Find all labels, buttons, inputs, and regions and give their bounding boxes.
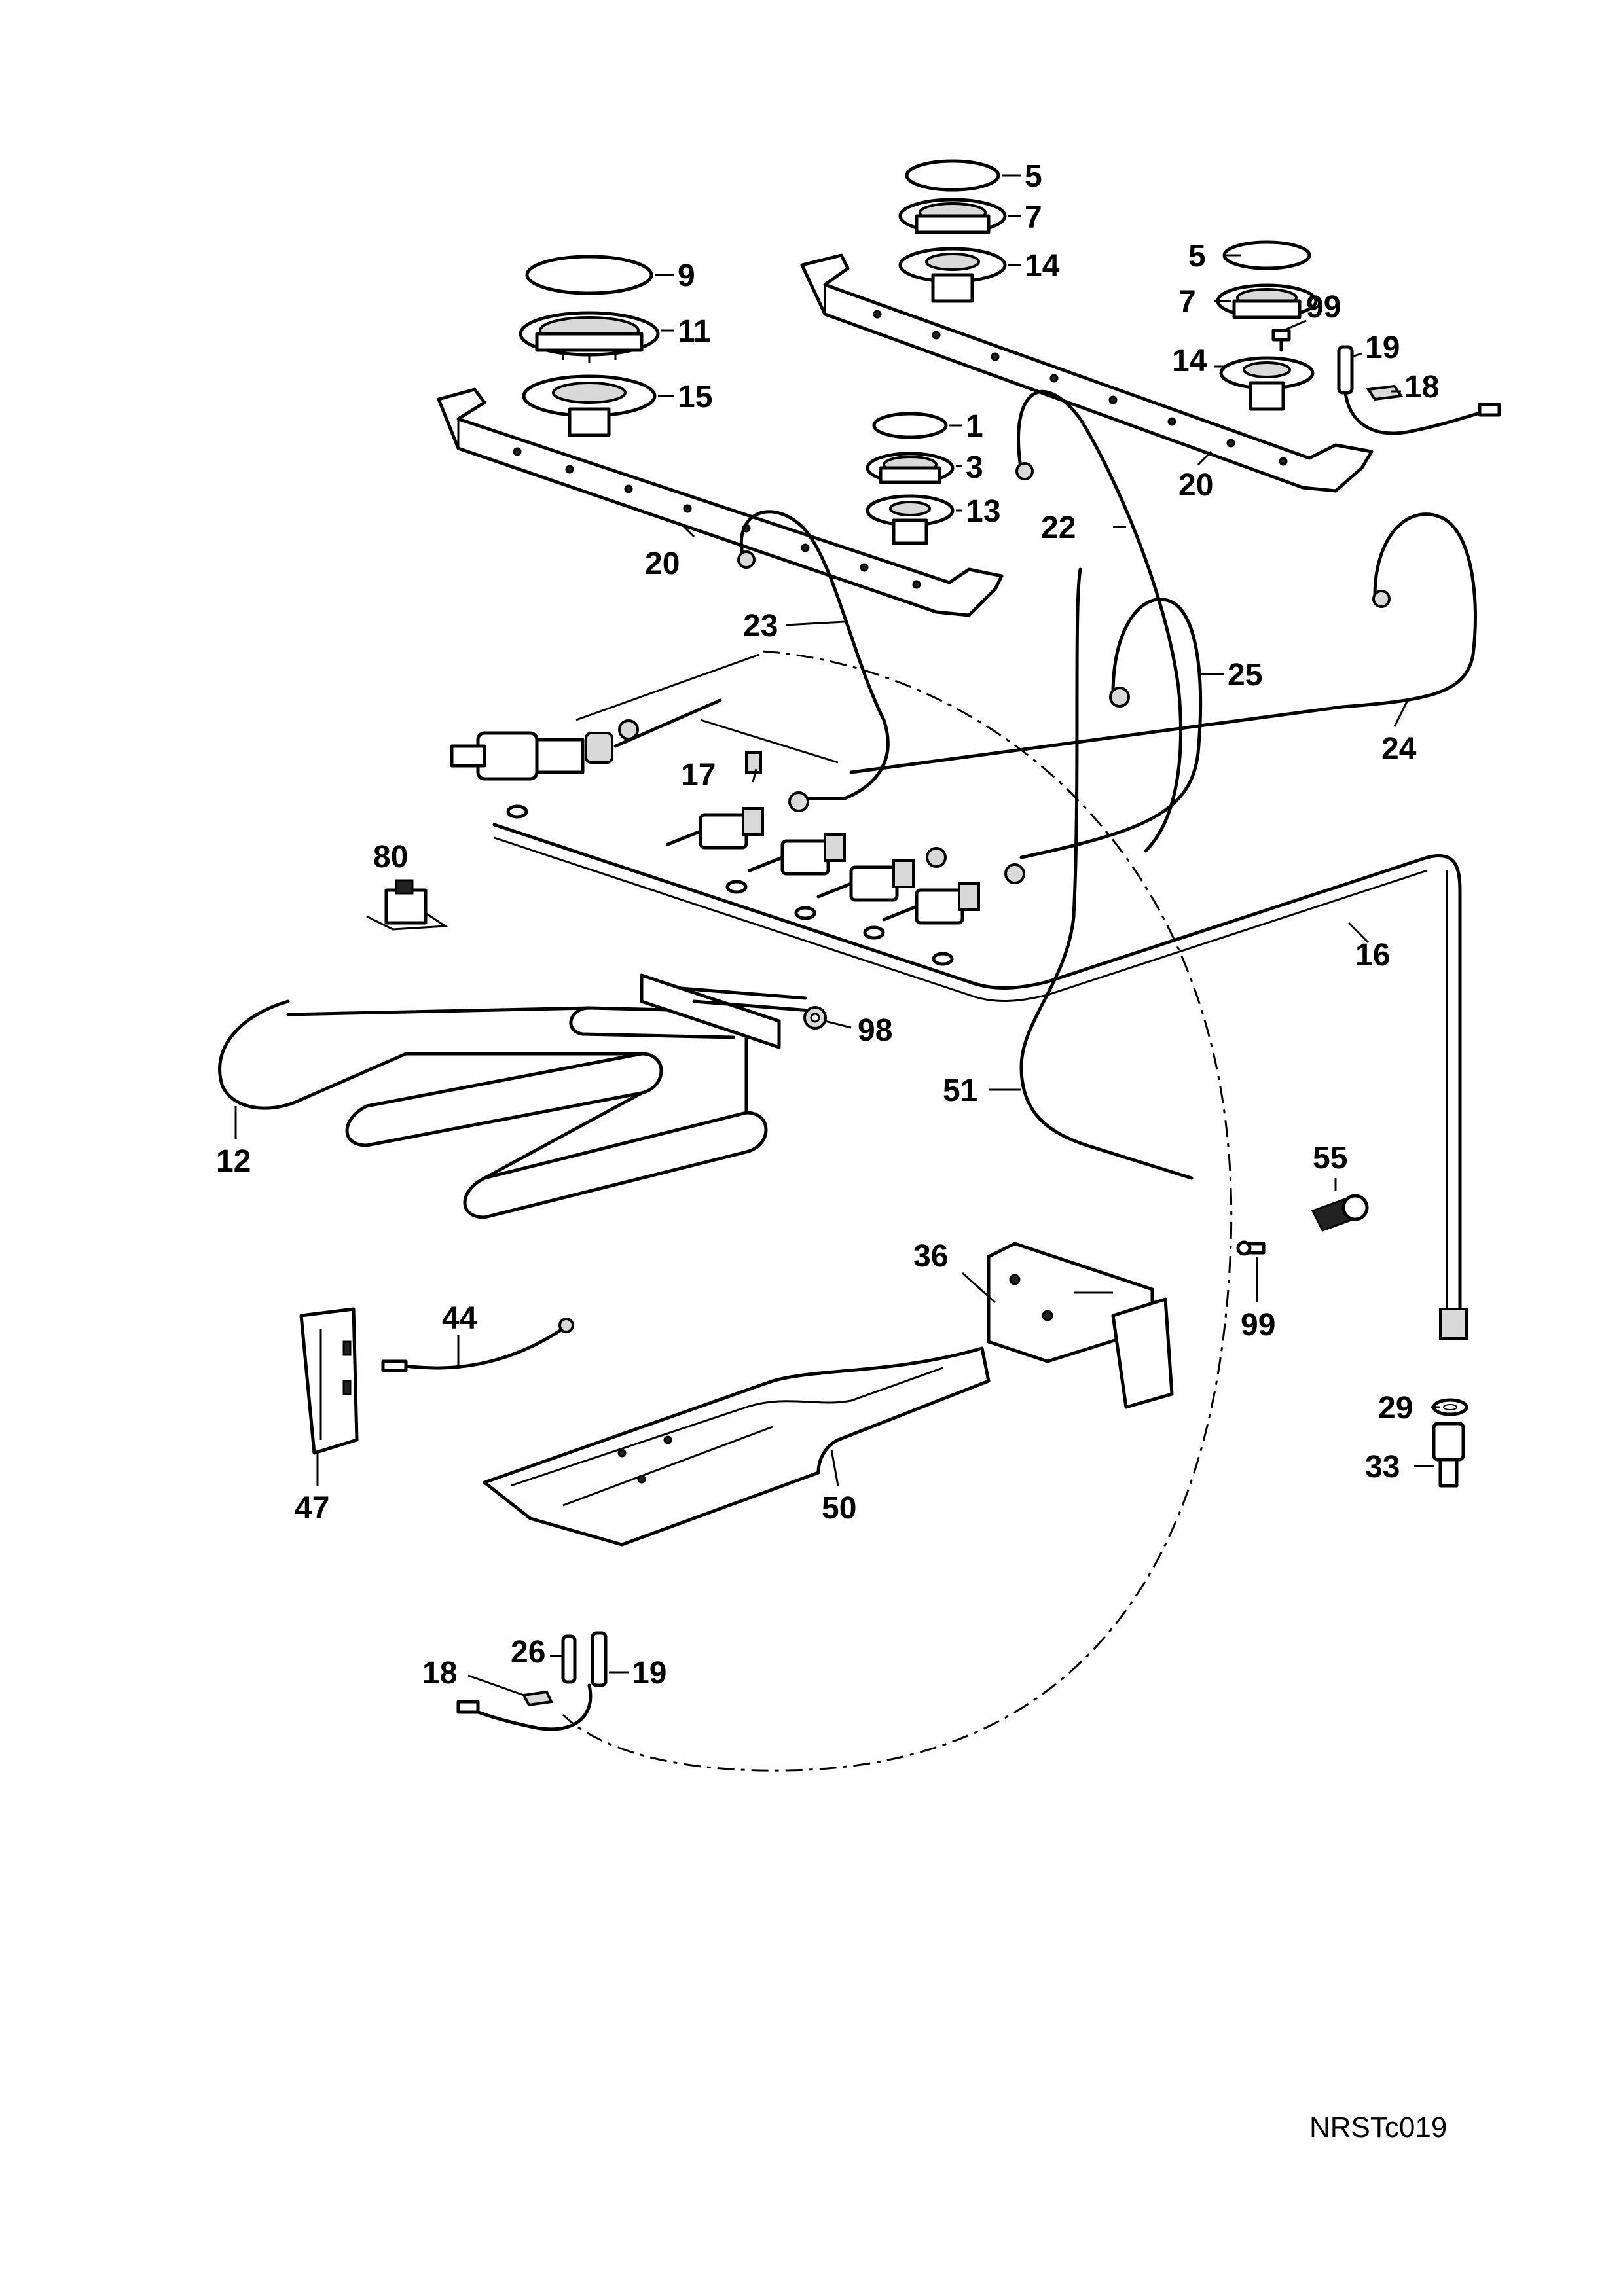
label-20-left: 20 bbox=[645, 547, 680, 581]
label-26: 26 bbox=[511, 1635, 545, 1670]
label-24: 24 bbox=[1381, 732, 1417, 766]
thermostat-valve bbox=[450, 653, 839, 781]
label-1: 1 bbox=[966, 409, 983, 444]
electrode-26 bbox=[561, 1634, 577, 1684]
pipe-25 bbox=[1019, 598, 1203, 859]
label-29: 29 bbox=[1378, 1391, 1413, 1426]
burner-base-14-top bbox=[898, 247, 1007, 303]
label-19-top: 19 bbox=[1365, 331, 1400, 365]
burner-medium-right bbox=[1216, 240, 1318, 411]
label-5-top: 5 bbox=[1025, 159, 1042, 194]
support-bracket-20-right bbox=[800, 253, 1374, 493]
gas-tap-1 bbox=[666, 807, 764, 850]
igniter-55 bbox=[1311, 1194, 1369, 1232]
bracket-36 bbox=[987, 1242, 1174, 1409]
label-80: 80 bbox=[373, 840, 408, 874]
wire-44 bbox=[381, 1318, 574, 1372]
label-44: 44 bbox=[442, 1301, 477, 1336]
burner-large-left bbox=[519, 255, 660, 437]
label-14-top: 14 bbox=[1025, 249, 1060, 283]
gas-rail-16 bbox=[492, 823, 1462, 1311]
burner-crown-11 bbox=[519, 311, 660, 363]
label-33: 33 bbox=[1365, 1450, 1400, 1484]
clip-18-lower bbox=[521, 1690, 553, 1707]
element-terminal-plate bbox=[640, 973, 820, 1049]
burner-crown-7-top bbox=[898, 198, 1007, 234]
pipe-end-fitting bbox=[1439, 1308, 1468, 1340]
label-51: 51 bbox=[943, 1073, 977, 1108]
electrode-19-lower bbox=[591, 1631, 608, 1687]
part-labels: 5 7 14 9 11 15 1 3 13 5 7 99 19 14 18 20… bbox=[216, 159, 1439, 1691]
pipe-51 bbox=[1019, 567, 1194, 1180]
label-50: 50 bbox=[822, 1491, 856, 1526]
label-15: 15 bbox=[678, 380, 712, 414]
clip-17 bbox=[745, 751, 762, 774]
label-25: 25 bbox=[1228, 658, 1262, 692]
grommet-98 bbox=[803, 1006, 827, 1030]
screw-99-lower bbox=[1236, 1240, 1266, 1256]
label-36: 36 bbox=[913, 1239, 948, 1274]
label-99-lower: 99 bbox=[1241, 1308, 1275, 1342]
washers bbox=[506, 804, 954, 966]
label-11: 11 bbox=[678, 314, 711, 349]
burner-small-center bbox=[866, 412, 955, 545]
screw-99-top bbox=[1271, 329, 1291, 352]
ignition-terminal-top bbox=[1478, 403, 1501, 417]
panel-47 bbox=[299, 1307, 359, 1455]
oven-burner-50 bbox=[483, 1346, 991, 1547]
ignition-wire-lower bbox=[469, 1683, 593, 1731]
burner-cap-1 bbox=[872, 412, 948, 439]
burner-cap-9 bbox=[525, 255, 653, 295]
label-13: 13 bbox=[966, 494, 1000, 529]
pipe-24 bbox=[849, 512, 1477, 774]
label-5-right: 5 bbox=[1188, 239, 1206, 274]
ignition-terminal-lower bbox=[456, 1700, 480, 1714]
label-14-right: 14 bbox=[1172, 344, 1207, 378]
label-12: 12 bbox=[216, 1144, 251, 1179]
burner-base-15 bbox=[522, 374, 657, 437]
connector-33 bbox=[1432, 1422, 1465, 1488]
gas-tap-3 bbox=[816, 859, 915, 902]
label-3: 3 bbox=[966, 450, 983, 485]
burner-base-13 bbox=[866, 494, 955, 545]
label-47: 47 bbox=[295, 1491, 329, 1526]
thermocouple-lower bbox=[456, 1631, 608, 1731]
burner-crown-3 bbox=[866, 452, 955, 484]
leader-lines bbox=[234, 174, 1440, 1696]
label-17: 17 bbox=[681, 758, 716, 793]
label-55: 55 bbox=[1313, 1141, 1347, 1175]
thermocouple-route-dashed bbox=[562, 650, 1233, 1772]
electrode-19-top bbox=[1337, 345, 1354, 395]
thermal-switch-80 bbox=[366, 879, 448, 931]
gas-tap-2 bbox=[748, 833, 846, 876]
label-98: 98 bbox=[858, 1013, 892, 1048]
label-18-lower: 18 bbox=[422, 1656, 457, 1691]
burner-base-14-right bbox=[1219, 356, 1315, 411]
label-22: 22 bbox=[1041, 511, 1076, 545]
label-9: 9 bbox=[678, 259, 695, 293]
ignition-wire-top bbox=[1343, 391, 1488, 435]
label-20-right: 20 bbox=[1178, 468, 1213, 503]
grill-element-12 bbox=[218, 999, 768, 1219]
gas-rail-16-inner bbox=[494, 836, 1428, 1002]
burner-cap-5-top bbox=[905, 159, 1000, 192]
support-bracket-20-left bbox=[437, 387, 1004, 617]
burner-crown-7-right bbox=[1216, 283, 1318, 319]
label-16: 16 bbox=[1355, 938, 1390, 973]
label-23: 23 bbox=[743, 609, 778, 643]
label-18-top: 18 bbox=[1404, 370, 1439, 404]
label-7-top: 7 bbox=[1025, 200, 1042, 235]
burner-medium-top bbox=[898, 159, 1007, 303]
label-19-lower: 19 bbox=[632, 1656, 666, 1691]
pipe-nuts bbox=[618, 462, 1391, 884]
label-99-top: 99 bbox=[1306, 290, 1341, 325]
drawing-reference: NRSTc019 bbox=[1309, 2111, 1447, 2144]
gas-taps bbox=[666, 807, 980, 925]
label-7-right: 7 bbox=[1178, 285, 1196, 319]
clip-18-top bbox=[1366, 384, 1404, 401]
pipe-22 bbox=[1017, 389, 1182, 853]
gas-tap-4 bbox=[882, 882, 980, 925]
